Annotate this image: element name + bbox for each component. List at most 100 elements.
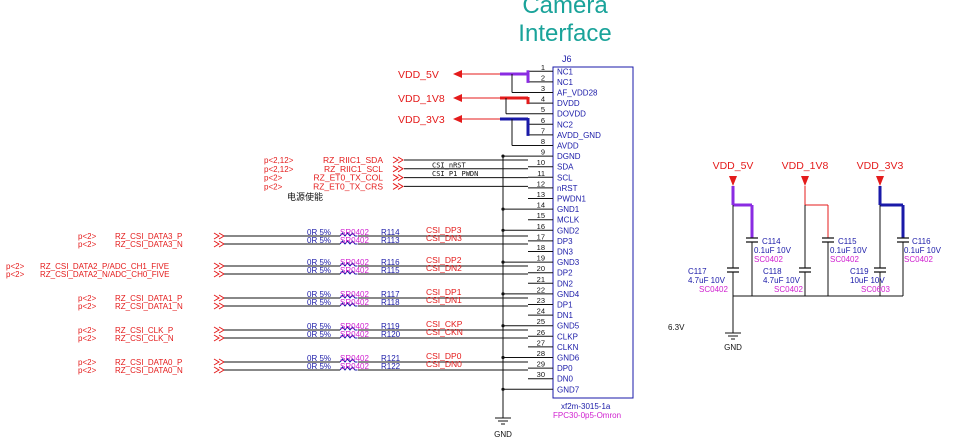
resistor-icon <box>339 326 358 331</box>
lane-net-out: CSI_DN1 <box>426 295 462 305</box>
pin-number: 8 <box>541 137 545 146</box>
capacitor-package: SC0402 <box>699 285 728 294</box>
lane-net: RZ_CSI_DATA3_P <box>115 232 182 241</box>
power-arrow-icon <box>876 176 884 186</box>
junction-dot <box>501 207 505 211</box>
power-rail-label: VDD_5V <box>398 69 439 81</box>
resistor-package: SR0402 <box>340 322 369 331</box>
capacitor-ref: C117 <box>688 267 707 276</box>
pin-name: DN3 <box>557 248 574 257</box>
lane-net-out: CSI_DP2 <box>426 255 462 265</box>
lane-ref: p<2> <box>78 358 97 367</box>
pin-number: 15 <box>537 211 545 220</box>
port-chevron-icon <box>392 156 404 164</box>
signal-ref: p<2> <box>264 182 283 191</box>
capacitor-package: SC0402 <box>774 285 803 294</box>
signal-ref: p<2,12> <box>264 165 294 174</box>
capacitor-value: 0.1uF 10V <box>754 246 792 255</box>
pin-name: NC1 <box>557 67 574 76</box>
decoupling-rail-label: VDD_3V3 <box>857 160 904 172</box>
pin-name: DP2 <box>557 269 573 278</box>
capacitor-ref: C114 <box>762 237 781 246</box>
pin-name: DP3 <box>557 237 573 246</box>
resistor-package: SR0402 <box>340 258 369 267</box>
lane-net-out: CSI_CKN <box>426 327 463 337</box>
pin-number: 7 <box>541 126 545 135</box>
resistor-value: 0R 5% <box>307 298 331 307</box>
pin-name: MCLK <box>557 216 580 225</box>
resistor-ref: R115 <box>381 266 400 275</box>
pin-name: NC1 <box>557 78 574 87</box>
pin-number: 12 <box>537 179 545 188</box>
lane-net-out: CSI_DP1 <box>426 287 462 297</box>
pin-number: 14 <box>537 201 545 210</box>
pin-number: 3 <box>541 84 545 93</box>
resistor-package: SR0402 <box>340 330 369 339</box>
signal-net: RZ_RIIC1_SDA <box>323 155 383 165</box>
capacitor-package: SC0603 <box>861 285 890 294</box>
lane-net-out: CSI_DP3 <box>426 225 462 235</box>
pin-name: AVDD <box>557 142 579 151</box>
title-line2: Interface <box>518 20 611 47</box>
port-chevron-icon <box>392 182 404 190</box>
pin-number: 23 <box>537 296 545 305</box>
capacitor-ref: C119 <box>850 267 869 276</box>
port-chevron-icon <box>213 334 225 342</box>
lane-net: RZ_CSI_DATA0_P <box>115 358 182 367</box>
junction-dot <box>501 324 505 328</box>
resistor-ref: R116 <box>381 258 400 267</box>
capacitor-value: 0.1uF 10V <box>830 246 868 255</box>
decoupling-rail-label: VDD_1V8 <box>782 160 829 172</box>
pin-name: DN1 <box>557 311 574 320</box>
pin-name: AF_VDD28 <box>557 89 598 98</box>
pin-name: GND3 <box>557 258 580 267</box>
port-chevron-icon <box>213 232 225 240</box>
port-chevron-icon <box>213 302 225 310</box>
resistor-ref: R113 <box>381 236 400 245</box>
capacitor-package: SC0402 <box>904 255 933 264</box>
lane-net: RZ_CSI_DATA0_N <box>115 366 183 375</box>
pin-number: 11 <box>537 169 545 178</box>
lane-ref: p<2> <box>78 326 97 335</box>
lane-ref: p<2> <box>78 294 97 303</box>
lane-net: RZ_CSI_DATA2_P/ADC_CH1_FIVE <box>40 262 169 271</box>
connector-footprint: FPC30-0p5-Omron <box>553 411 621 420</box>
resistor-icon <box>339 262 358 267</box>
capacitor-package: SC0402 <box>754 255 783 264</box>
capacitor-icon <box>799 267 811 273</box>
ground-bus <box>495 154 528 425</box>
pin-number: 17 <box>537 232 545 241</box>
pin-name: CLKP <box>557 332 578 341</box>
port-chevron-icon <box>392 165 404 173</box>
pin-number: 9 <box>541 148 545 157</box>
resistor-icon <box>339 358 358 363</box>
lane-ref: p<2> <box>78 302 97 311</box>
decoupling-gnd-label: GND <box>724 343 742 352</box>
resistor-value: 0R 5% <box>307 290 331 299</box>
port-chevron-icon <box>392 174 404 182</box>
gnd-label: GND <box>494 430 512 439</box>
resistor-icon <box>339 240 358 245</box>
title-line1: Camera <box>522 0 608 19</box>
junction-dot <box>501 154 505 158</box>
capacitor-icon <box>727 267 739 273</box>
pin-number: 6 <box>541 116 545 125</box>
resistor-value: 0R 5% <box>307 362 331 371</box>
pin-name: DN2 <box>557 279 574 288</box>
pin-number: 16 <box>537 222 545 231</box>
capacitor-icon <box>822 237 834 243</box>
pin-name: SCL <box>557 173 573 182</box>
junction-dot <box>501 355 505 360</box>
power-rail-label: VDD_3V3 <box>398 114 445 126</box>
pin-number: 30 <box>537 370 545 379</box>
resistor-value: 0R 5% <box>307 354 331 363</box>
lane-ref: p<2> <box>78 240 97 249</box>
resistor-package: SR0402 <box>340 362 369 371</box>
port-chevron-icon <box>213 294 225 302</box>
pin-name: SDA <box>557 163 574 172</box>
resistor-ref: R121 <box>381 354 401 363</box>
power-arrow-icon <box>729 176 737 186</box>
pin-name: PWDN1 <box>557 195 586 204</box>
